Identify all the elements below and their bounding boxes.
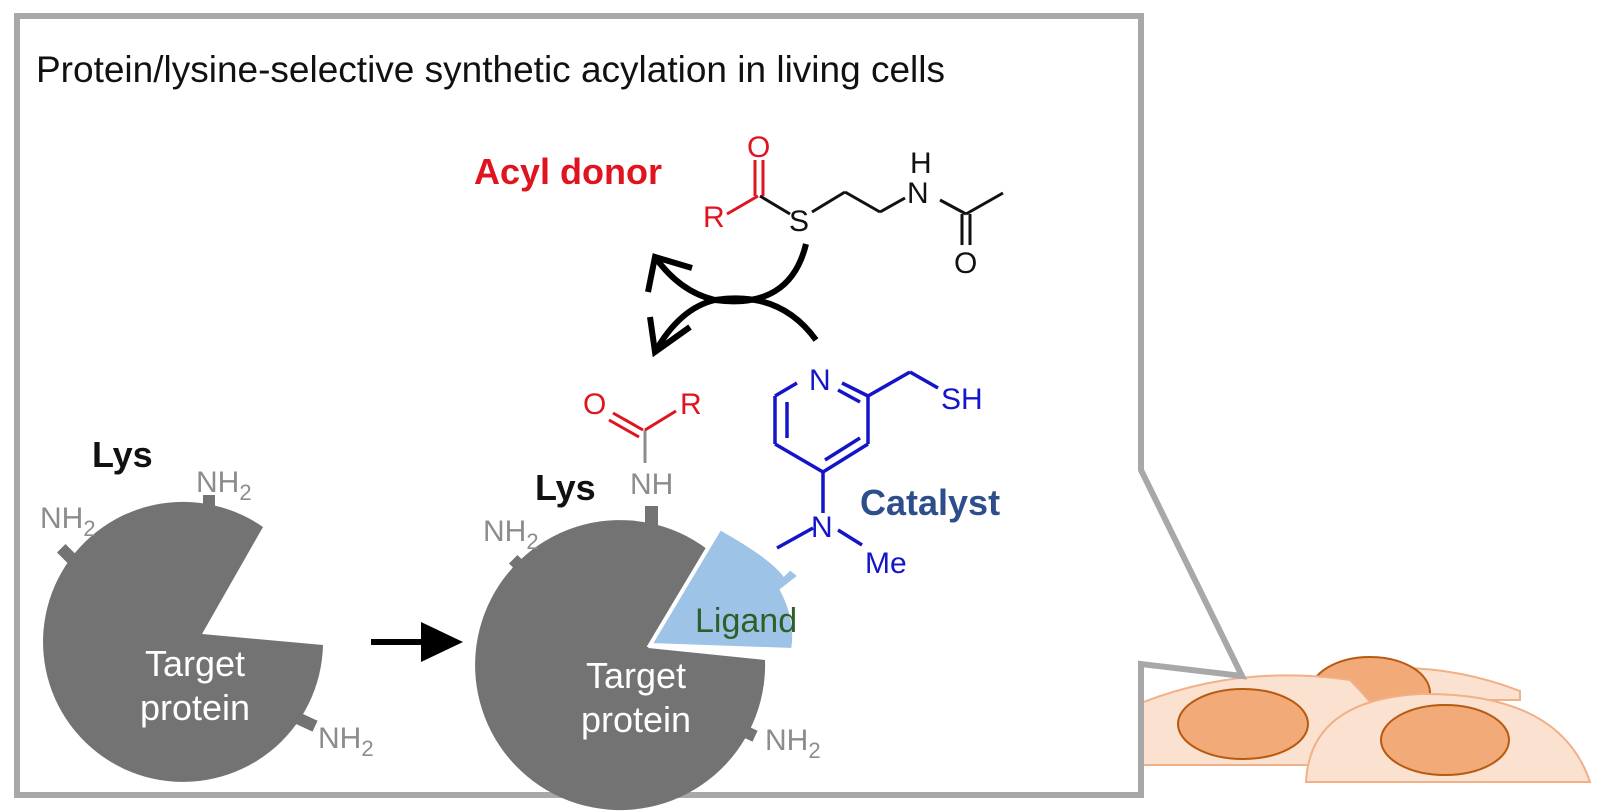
cell-right-nucleus	[1380, 704, 1510, 776]
atom-methyl: Me	[865, 547, 907, 580]
lys-stub-left-right	[508, 554, 534, 580]
cell-left-nucleus	[1177, 688, 1309, 760]
bond-ch2-s	[909, 370, 939, 390]
bond-n-me	[837, 528, 863, 547]
lys-stub-bottom-left	[294, 712, 318, 732]
acyl-donor-label: Acyl donor	[474, 151, 662, 192]
bond-c-ch3	[965, 191, 1004, 216]
bond-ring-4-inner	[824, 436, 861, 462]
bond-c-o-product-1	[612, 411, 644, 432]
atom-o-product: O	[583, 388, 606, 421]
cell-right	[1304, 692, 1592, 783]
figure-title: Protein/lysine-selective synthetic acyla…	[36, 49, 945, 90]
bond-ring-4	[822, 442, 869, 474]
amine-top-left: NH2	[196, 466, 252, 505]
target-protein-right	[475, 506, 766, 811]
target-protein-label-left-line2: protein	[140, 687, 250, 728]
atom-o-amide: O	[954, 247, 977, 280]
acyl-donor-structure: O R S N H O	[703, 131, 1004, 280]
bond-n-ligand	[776, 526, 814, 550]
bond-ch2-ch2	[844, 190, 881, 214]
bond-ring-3	[774, 442, 824, 474]
bond-ring-6-inner	[837, 388, 861, 404]
curved-arrow-upper	[652, 243, 809, 305]
cells-illustration	[1140, 656, 1592, 783]
catalyst-structure	[773, 370, 939, 550]
bond-ring-6	[841, 381, 869, 398]
bond-n-c	[939, 198, 967, 216]
atom-n-amide: N	[907, 177, 929, 210]
curved-arrow-lower	[652, 295, 819, 354]
target-protein-label-right-line1: Target	[586, 655, 686, 696]
atom-n-amine: N	[811, 511, 833, 544]
amine-left-left: NH2	[40, 502, 96, 541]
lys-stub-left-left	[56, 543, 82, 569]
atom-r-group: R	[703, 201, 725, 234]
target-protein-label-right-line2: protein	[581, 699, 691, 740]
bond-c-s	[759, 194, 791, 216]
target-protein-left	[43, 495, 323, 782]
amine-bottom-left: NH2	[318, 722, 374, 761]
lys-label-right: Lys	[535, 467, 596, 508]
atom-nh-product: NH	[630, 468, 673, 501]
amine-bottom-right: NH2	[765, 724, 821, 763]
bond-c-r-product	[644, 409, 677, 432]
atom-h-amide: H	[910, 147, 932, 180]
callout-frame	[14, 13, 1248, 798]
bond-r-c	[726, 194, 759, 216]
atom-r-product: R	[680, 388, 702, 421]
bond-s-ch2	[811, 190, 846, 214]
lys-stub-bottom-right	[734, 722, 758, 742]
reaction-arrows	[645, 243, 819, 358]
arrow-head-lower	[647, 316, 692, 358]
bond-ch2	[867, 370, 911, 398]
catalyst-label: Catalyst	[860, 482, 1000, 523]
protein-body-left	[43, 501, 323, 782]
lys-label-left: Lys	[92, 434, 153, 475]
arrow-head-upper	[645, 253, 693, 293]
ligand-label: Ligand	[695, 602, 797, 640]
bond-c-o-product-2	[608, 418, 640, 439]
bond-ring-1	[774, 381, 798, 398]
atom-s: S	[789, 205, 809, 238]
ligand-wedge	[646, 525, 804, 653]
atom-thiol: SH	[941, 383, 983, 416]
reaction-arrow-straight	[371, 622, 463, 662]
lys-stub-top-left	[203, 495, 215, 512]
lys-stub-top-right	[645, 506, 658, 526]
amine-left-right: NH2	[483, 515, 539, 554]
bond-ch2-n	[879, 196, 906, 214]
protein-body-right	[475, 520, 766, 811]
atom-n-ring: N	[809, 364, 831, 397]
product-acyl-group: O R NH	[583, 388, 702, 501]
atom-o-carbonyl: O	[747, 131, 770, 164]
target-protein-label-left-line1: Target	[145, 643, 245, 684]
